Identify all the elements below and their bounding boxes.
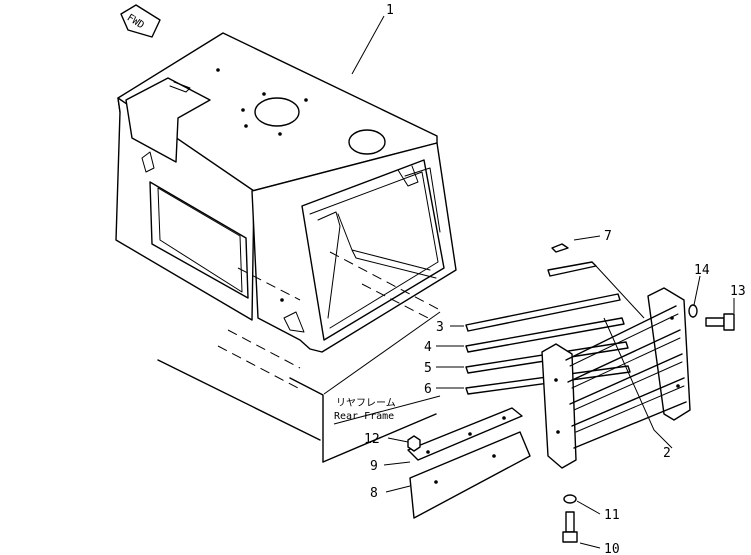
callout-6: 6 — [424, 382, 432, 397]
callout-2: 2 — [663, 446, 671, 461]
callout-10: 10 — [604, 542, 620, 555]
callout-4: 4 — [424, 340, 432, 355]
callouts: 1 2 3 4 5 6 7 8 9 10 11 12 13 14 — [364, 3, 746, 555]
callout-8: 8 — [370, 486, 378, 501]
callout-1: 1 — [386, 3, 394, 18]
callout-12: 12 — [364, 432, 380, 447]
top-bar — [547, 243, 597, 277]
callout-7: 7 — [604, 229, 612, 244]
callout-14: 14 — [694, 263, 710, 278]
leader-lines — [323, 15, 735, 549]
fwd-arrow-icon: FWD — [120, 4, 161, 38]
washer-11 — [563, 494, 577, 504]
bottom-plates — [407, 407, 531, 519]
grille-frame — [541, 287, 691, 469]
nut-12 — [407, 435, 421, 452]
callout-11: 11 — [604, 508, 620, 523]
hood-cover — [115, 32, 457, 353]
callout-9: 9 — [370, 459, 378, 474]
washer-14 — [688, 304, 698, 318]
callout-3: 3 — [436, 320, 444, 335]
bolt-13 — [705, 313, 735, 331]
rear-frame-label-jp: リヤフレーム — [336, 397, 396, 409]
bolt-10 — [562, 511, 578, 543]
callout-5: 5 — [424, 361, 432, 376]
callout-13: 13 — [730, 284, 746, 299]
